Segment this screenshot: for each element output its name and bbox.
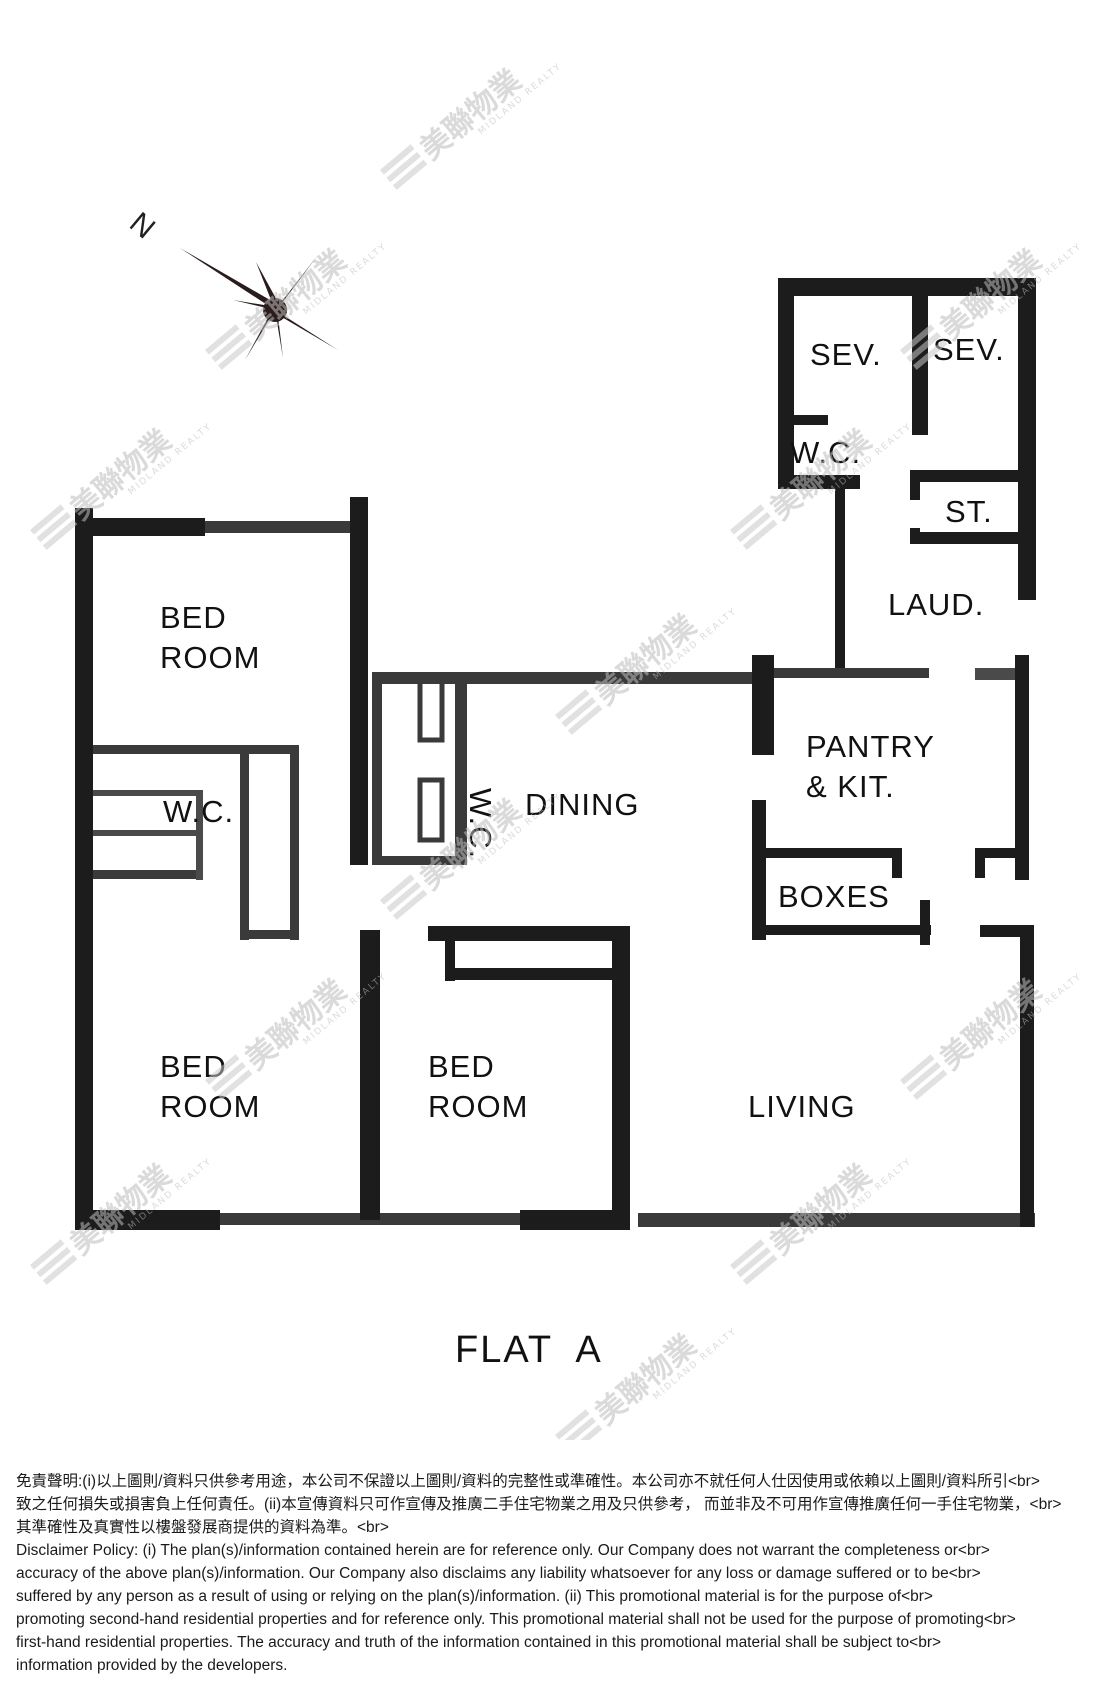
north-compass-icon: N bbox=[123, 206, 338, 360]
label-pantry-line2: & KIT. bbox=[806, 769, 895, 804]
plan-title: FLAT A bbox=[455, 1329, 603, 1371]
label-store: ST. bbox=[945, 494, 993, 529]
label-sev-2: SEV. bbox=[933, 332, 1005, 367]
label-bedroom3-line2: ROOM bbox=[428, 1089, 528, 1124]
disclaimer-line: 免責聲明:(i)以上圖則/資料只供參考用途，本公司不保證以上圖則/資料的完整性或… bbox=[16, 1473, 1040, 1490]
label-pantry-line1: PANTRY bbox=[806, 729, 935, 764]
label-wc-service: W.C. bbox=[790, 435, 861, 470]
disclaimer-line: accuracy of the above plan(s)/informatio… bbox=[16, 1565, 981, 1582]
watermark-logo: 美聯物業 MIDLAND REALTY bbox=[205, 241, 389, 370]
disclaimer-line: suffered by any person as a result of us… bbox=[16, 1588, 933, 1605]
watermark-brand-cn: 美聯物業 bbox=[64, 423, 178, 527]
watermark-brand-cn: 美聯物業 bbox=[589, 608, 703, 712]
compass-letter: N bbox=[123, 206, 161, 245]
watermark-brand-cn: 美聯物業 bbox=[414, 63, 528, 167]
label-bedroom2-line1: BED bbox=[160, 1049, 227, 1084]
label-boxes: BOXES bbox=[778, 879, 890, 914]
disclaimer-line: first-hand residential properties. The a… bbox=[16, 1634, 942, 1651]
label-bedroom1-line1: BED bbox=[160, 600, 227, 635]
floor-plan: N bbox=[30, 61, 1084, 1440]
watermark-logo: 美聯物業 MIDLAND REALTY bbox=[30, 421, 214, 550]
watermark-brand-cn: 美聯物業 bbox=[589, 1328, 703, 1432]
disclaimer-line: promoting second-hand residential proper… bbox=[16, 1611, 1016, 1628]
disclaimer: 免責聲明:(i)以上圖則/資料只供參考用途，本公司不保證以上圖則/資料的完整性或… bbox=[16, 1470, 1106, 1677]
label-bedroom2-line2: ROOM bbox=[160, 1089, 260, 1124]
label-laundry: LAUD. bbox=[888, 587, 984, 622]
disclaimer-line: information provided by the developers. bbox=[16, 1657, 288, 1674]
label-sev-1: SEV. bbox=[810, 337, 882, 372]
label-dining: DINING bbox=[525, 787, 640, 822]
room-labels: SEV. SEV. W.C. ST. LAUD. BED ROOM W.C. W… bbox=[160, 332, 1005, 1124]
walls bbox=[75, 278, 1036, 1230]
disclaimer-line: 其準確性及真實性以樓盤發展商提供的資料為準。<br> bbox=[16, 1519, 389, 1536]
label-bedroom3-line1: BED bbox=[428, 1049, 495, 1084]
watermark-logo: 美聯物業 MIDLAND REALTY bbox=[555, 606, 739, 735]
label-wc-vertical: W.C. bbox=[463, 788, 498, 859]
disclaimer-line: 致之任何損失或損害負上任何責任。(ii)本宣傳資料只可作宣傳及推廣二手住宅物業之… bbox=[16, 1496, 1062, 1513]
label-wc-bedroom: W.C. bbox=[163, 794, 234, 829]
watermark-logo: 美聯物業 MIDLAND REALTY bbox=[900, 971, 1084, 1100]
label-living: LIVING bbox=[748, 1089, 856, 1124]
disclaimer-line: Disclaimer Policy: (i) The plan(s)/infor… bbox=[16, 1542, 990, 1559]
watermark-brand-cn: 美聯物業 bbox=[764, 1158, 878, 1262]
watermark-brand-cn: 美聯物業 bbox=[239, 973, 353, 1077]
label-bedroom1-line2: ROOM bbox=[160, 640, 260, 675]
watermark-logo: 美聯物業 MIDLAND REALTY bbox=[380, 61, 564, 190]
